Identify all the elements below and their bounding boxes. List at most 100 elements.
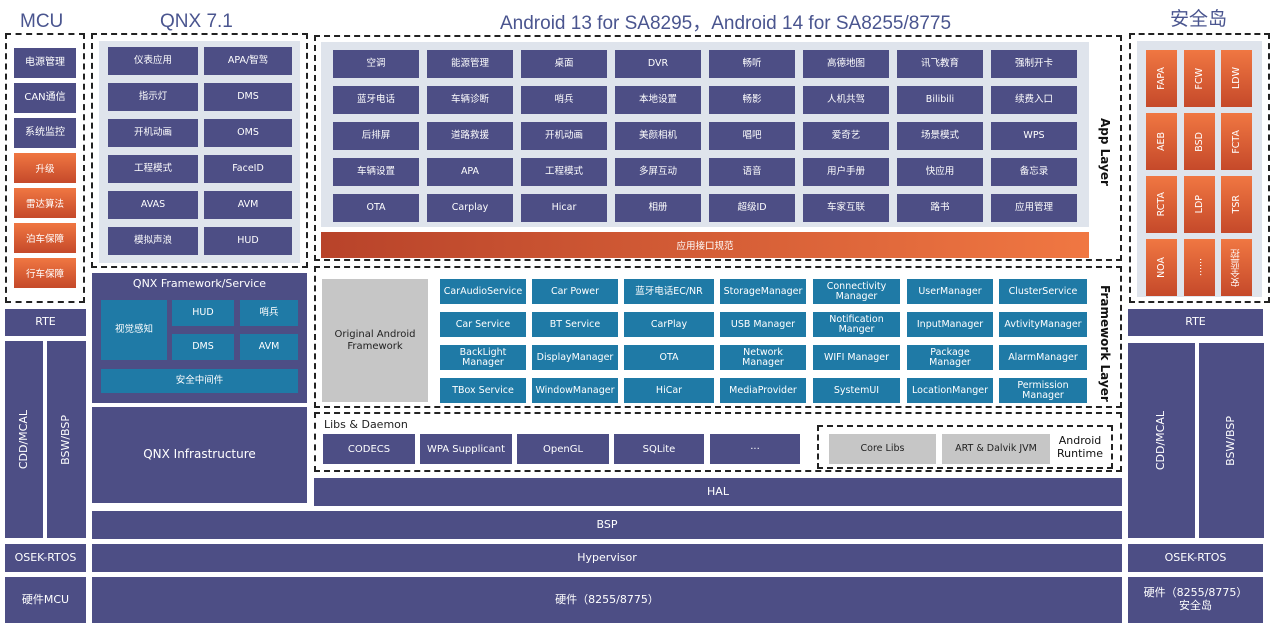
qnx-framework-title: QNX Framework/Service: [132, 277, 267, 290]
app-api-spec: 应用接口规范: [321, 232, 1089, 258]
android-app-layer: [314, 35, 1122, 261]
android-app: 唱吧: [709, 122, 795, 150]
android-app: 讯飞教育: [897, 50, 983, 78]
qnx-app: AVAS: [108, 191, 198, 219]
qnx-app: 指示灯: [108, 83, 198, 111]
framework-service: Car Service: [440, 312, 526, 337]
android-runtime-group: [817, 425, 1113, 469]
libs-title: Libs & Daemon: [324, 418, 408, 431]
mcu-hardware: 硬件MCU: [5, 577, 86, 623]
safety-cdd-label: CDD/MCAL: [1154, 410, 1168, 471]
hal-layer: HAL: [314, 478, 1122, 506]
safety-function: BSD: [1184, 113, 1215, 170]
safety-rte: RTE: [1128, 309, 1263, 336]
framework-service: SystemUI: [813, 378, 900, 403]
android-app: 应用管理: [991, 194, 1077, 222]
qnx-app: FaceID: [204, 155, 292, 183]
android-app: 相册: [615, 194, 701, 222]
android-runtime-label: Android Runtime: [1057, 434, 1103, 461]
safety-function: TSR: [1221, 176, 1252, 233]
safety-function-label: ······: [1194, 258, 1205, 277]
android-app: 哨兵: [521, 86, 607, 114]
android-app: WPS: [991, 122, 1077, 150]
framework-service: TBox Service: [440, 378, 526, 403]
safety-bsw-bsp: BSW/BSP: [1199, 343, 1264, 538]
framework-service: USB Manager: [720, 312, 806, 337]
android-app: 爱奇艺: [803, 122, 889, 150]
framework-service: CarAudioService: [440, 279, 526, 304]
qnx-app: APA/智驾: [204, 47, 292, 75]
qnx-safety-middleware: 安全中间件: [101, 369, 298, 393]
mcu-cdd-label: CDD/MCAL: [16, 409, 30, 470]
framework-service: StorageManager: [720, 279, 806, 304]
android-app: 快应用: [897, 158, 983, 186]
android-app: 畅听: [709, 50, 795, 78]
safety-function: NOA: [1146, 239, 1177, 296]
framework-service: AvtivityManager: [999, 312, 1087, 337]
android-framework-layer: [314, 266, 1122, 408]
android-app: 开机动画: [521, 122, 607, 150]
hypervisor-layer: Hypervisor: [92, 544, 1122, 572]
original-android-framework: Original Android Framework: [322, 279, 428, 402]
safety-function-label: LDP: [1194, 195, 1205, 214]
framework-service: WIFI Manager: [813, 345, 900, 370]
framework-service: Notification Manger: [813, 312, 900, 337]
framework-service: InputManager: [907, 312, 993, 337]
safety-bsw-label: BSW/BSP: [1224, 415, 1238, 466]
app-layer-label: App Layer: [1098, 118, 1112, 186]
framework-service: OTA: [624, 345, 714, 370]
qnx-fw-item: DMS: [172, 334, 234, 360]
android-app: 畅影: [709, 86, 795, 114]
qnx-app: 模拟声浪: [108, 227, 198, 255]
mcu-item: CAN通信: [14, 83, 76, 113]
framework-service: 蓝牙电话EC/NR: [624, 279, 714, 304]
framework-service: Package Manager: [907, 345, 993, 370]
safety-function-label: RCTA: [1156, 192, 1167, 217]
framework-service: DisplayManager: [532, 345, 618, 370]
safety-function: LDP: [1184, 176, 1215, 233]
mcu-orange-item: 升级: [14, 153, 76, 183]
safety-function: 安全监控: [1221, 239, 1252, 296]
qnx-title: QNX 7.1: [160, 11, 233, 32]
android-app: 超级ID: [709, 194, 795, 222]
mcu-bsw-label: BSW/BSP: [59, 414, 73, 465]
qnx-fw-item: HUD: [172, 300, 234, 326]
android-app: 工程模式: [521, 158, 607, 186]
qnx-app: HUD: [204, 227, 292, 255]
safety-function-label: TSR: [1231, 195, 1242, 214]
qnx-app: 工程模式: [108, 155, 198, 183]
qnx-app-panel: [99, 41, 300, 263]
safety-function: AEB: [1146, 113, 1177, 170]
mcu-rte: RTE: [5, 309, 86, 336]
framework-service: BT Service: [532, 312, 618, 337]
lib-item: OpenGL: [517, 434, 609, 464]
safety-island-title: 安全岛: [1170, 9, 1228, 30]
qnx-infrastructure: QNX Infrastructure: [92, 407, 307, 503]
android-app: 强制开卡: [991, 50, 1077, 78]
framework-service: CarPlay: [624, 312, 714, 337]
framework-service: HiCar: [624, 378, 714, 403]
android-app: 续费入口: [991, 86, 1077, 114]
lib-item: SQLite: [614, 434, 704, 464]
framework-service: Network Manager: [720, 345, 806, 370]
lib-item: CODECS: [323, 434, 415, 464]
android-app: 路书: [897, 194, 983, 222]
qnx-fw-item: 哨兵: [240, 300, 298, 326]
qnx-app: DMS: [204, 83, 292, 111]
core-libs: Core Libs: [829, 434, 936, 464]
framework-service: Connectivity Manager: [813, 279, 900, 304]
android-app: OTA: [333, 194, 419, 222]
safety-island-group: [1129, 33, 1270, 303]
safety-osek-rtos: OSEK-RTOS: [1128, 544, 1263, 572]
android-app: 空调: [333, 50, 419, 78]
android-app: 后排屏: [333, 122, 419, 150]
qnx-visual-perception: 视觉感知: [101, 300, 167, 360]
android-app: 车辆诊断: [427, 86, 513, 114]
safety-function-label: AEB: [1156, 131, 1167, 152]
qnx-app: 开机动画: [108, 119, 198, 147]
android-app: 美颜相机: [615, 122, 701, 150]
framework-service: MediaProvider: [720, 378, 806, 403]
android-app: 能源管理: [427, 50, 513, 78]
android-app: 高德地图: [803, 50, 889, 78]
mcu-orange-item: 泊车保障: [14, 223, 76, 253]
